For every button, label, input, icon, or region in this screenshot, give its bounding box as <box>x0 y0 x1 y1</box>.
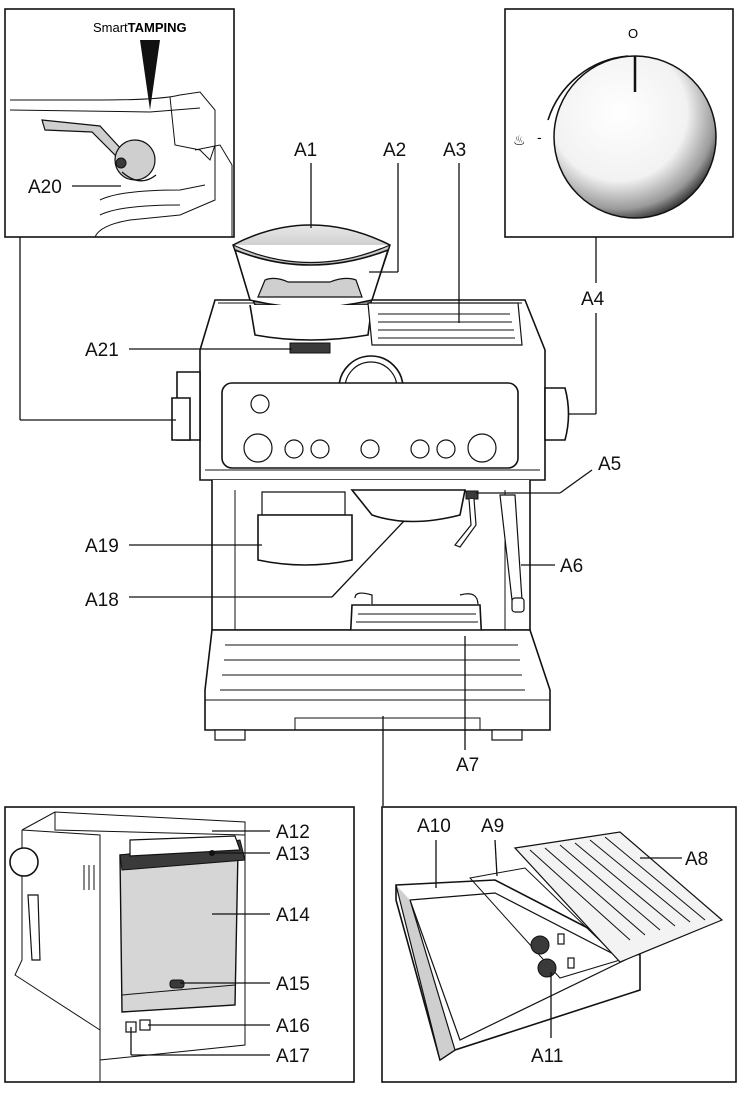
knob-side-mark: - <box>537 129 542 145</box>
tamping-inset: SmartTAMPING A20 <box>4 8 235 238</box>
label-a6: A6 <box>560 556 583 577</box>
label-a11: A11 <box>531 1046 563 1067</box>
label-a10: A10 <box>417 816 451 837</box>
espresso-machine <box>171 224 570 741</box>
label-a5: A5 <box>598 454 621 475</box>
label-a4: A4 <box>581 289 605 310</box>
steam-icon: ♨ <box>513 132 526 148</box>
knob-top-mark: O <box>628 26 638 41</box>
smart-tamping-brand: SmartTAMPING <box>93 20 187 35</box>
label-a7: A7 <box>456 755 479 776</box>
label-a17: A17 <box>276 1046 310 1067</box>
label-a2: A2 <box>383 140 406 161</box>
label-a3: A3 <box>443 140 466 161</box>
label-a13: A13 <box>276 844 310 865</box>
label-a18: A18 <box>85 590 119 611</box>
label-a8: A8 <box>685 849 708 870</box>
label-a21: A21 <box>85 340 119 361</box>
drip-grid <box>513 831 724 963</box>
label-a16: A16 <box>276 1016 310 1037</box>
label-a1: A1 <box>294 140 317 161</box>
label-a9: A9 <box>481 816 504 837</box>
drip-tray-inset <box>381 806 737 1083</box>
label-a14: A14 <box>276 905 310 926</box>
tamping-arrow-icon <box>140 40 160 110</box>
label-a12: A12 <box>276 822 310 843</box>
knob-inset: O ♨ - A4 <box>504 8 734 415</box>
label-a20: A20 <box>28 177 62 198</box>
label-a15: A15 <box>276 974 310 995</box>
label-a19: A19 <box>85 536 119 557</box>
rear-inset <box>4 806 355 1083</box>
main-leaders <box>19 163 593 806</box>
